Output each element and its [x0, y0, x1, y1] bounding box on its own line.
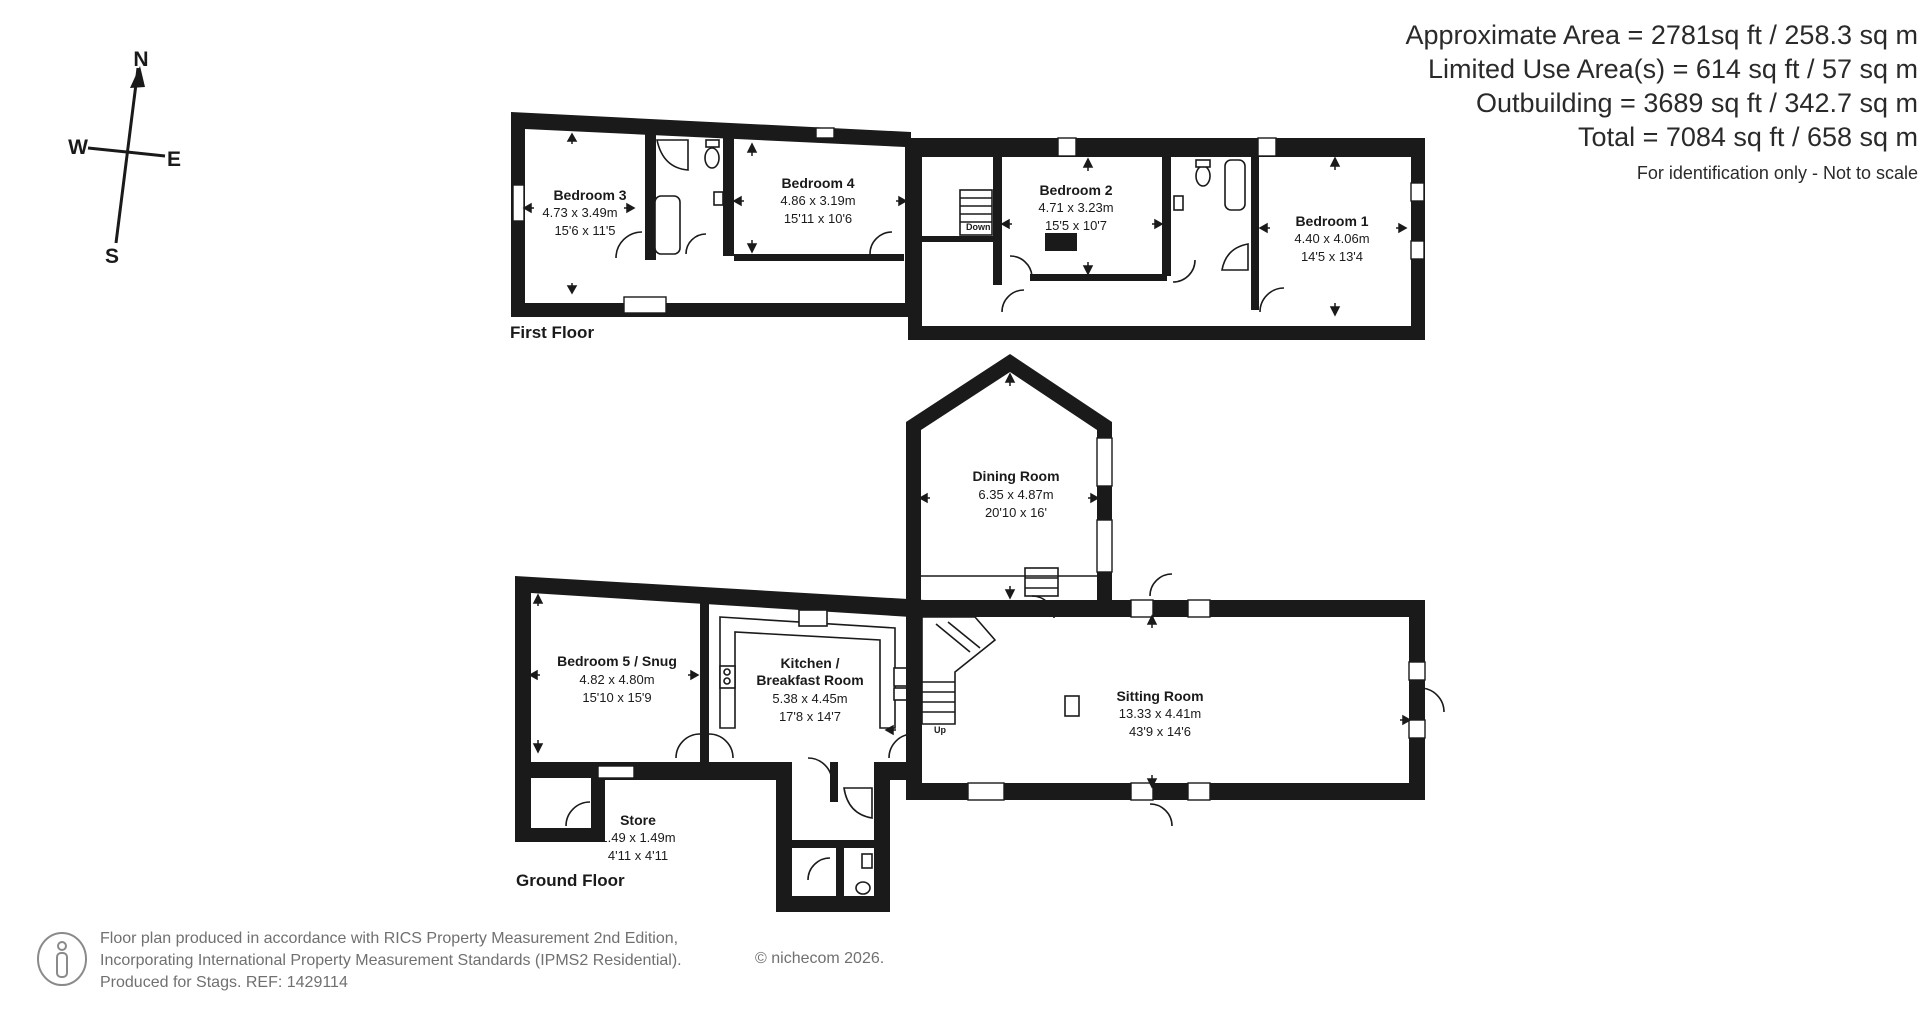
- ground-floor-plan: Up: [515, 354, 1445, 912]
- toilet-icon: [1195, 165, 1211, 187]
- stairs-down-label: Down: [966, 222, 991, 232]
- compass-s: S: [105, 245, 119, 268]
- shower-icon: [1221, 243, 1249, 271]
- room-bedroom1: Bedroom 1 4.40 x 4.06m 14'5 x 13'4: [1294, 213, 1369, 264]
- sink-icon: [798, 609, 828, 627]
- svg-text:Dining Room: Dining Room: [972, 468, 1059, 484]
- identification-note: For identification only - Not to scale: [1636, 163, 1918, 183]
- shower-icon: [843, 787, 873, 819]
- sink-icon: [1173, 195, 1184, 211]
- compass-w: W: [68, 136, 88, 159]
- svg-text:20'10 x 16': 20'10 x 16': [985, 505, 1047, 520]
- footer-text: Floor plan produced in accordance with R…: [100, 928, 682, 994]
- svg-text:5.38 x 4.45m: 5.38 x 4.45m: [772, 691, 847, 706]
- room-store: Store 1.49 x 1.49m 4'11 x 4'11: [600, 812, 675, 863]
- svg-text:Bedroom 5 / Snug: Bedroom 5 / Snug: [557, 653, 677, 669]
- first-floor-label: First Floor: [510, 323, 594, 342]
- limited-use-area: Limited Use Area(s) = 614 sq ft / 57 sq …: [1428, 54, 1918, 84]
- sitting-dimension-arrows: [884, 614, 1412, 789]
- svg-text:14'5 x 13'4: 14'5 x 13'4: [1301, 249, 1363, 264]
- footer-line3: Produced for Stags. REF: 1429114: [100, 974, 348, 991]
- stairs-down: Down: [959, 189, 993, 236]
- svg-text:Bedroom 4: Bedroom 4: [781, 175, 854, 191]
- svg-text:4.71 x 3.23m: 4.71 x 3.23m: [1038, 200, 1113, 215]
- stairs-up: Up: [921, 616, 997, 735]
- room-kitchen: Kitchen / Breakfast Room 5.38 x 4.45m 17…: [756, 655, 863, 724]
- bedroom2-dimension-arrows: [1000, 157, 1164, 276]
- sink-icon: [713, 191, 724, 206]
- room-bedroom3: Bedroom 3 4.73 x 3.49m 15'6 x 11'5: [542, 187, 626, 238]
- bedroom4-dimension-arrows: [732, 142, 908, 254]
- room-bedroom4: Bedroom 4 4.86 x 3.19m 15'11 x 10'6: [780, 175, 855, 226]
- svg-text:4'11 x 4'11: 4'11 x 4'11: [608, 848, 668, 863]
- compass-e: E: [167, 148, 181, 171]
- svg-text:Breakfast Room: Breakfast Room: [756, 672, 863, 688]
- bath-icon: [654, 195, 681, 255]
- svg-text:6.35 x 4.87m: 6.35 x 4.87m: [978, 487, 1053, 502]
- room-bedroom5: Bedroom 5 / Snug 4.82 x 4.80m 15'10 x 15…: [557, 653, 677, 705]
- first-floor-plan: Down: [510, 112, 1425, 342]
- svg-text:Sitting Room: Sitting Room: [1116, 688, 1203, 704]
- compass-n: N: [133, 48, 148, 71]
- svg-text:4.40 x 4.06m: 4.40 x 4.06m: [1294, 231, 1369, 246]
- footer-line1: Floor plan produced in accordance with R…: [100, 930, 679, 947]
- room-dining: Dining Room 6.35 x 4.87m 20'10 x 16': [972, 468, 1059, 520]
- svg-text:13.33 x 4.41m: 13.33 x 4.41m: [1119, 706, 1201, 721]
- svg-text:43'9 x 14'6: 43'9 x 14'6: [1129, 724, 1191, 739]
- svg-text:17'8 x 14'7: 17'8 x 14'7: [779, 709, 841, 724]
- toilet-icon: [855, 881, 871, 895]
- stairs-up-label: Up: [934, 725, 946, 735]
- approximate-area: Approximate Area = 2781sq ft / 258.3 sq …: [1405, 20, 1918, 50]
- svg-text:15'11 x 10'6: 15'11 x 10'6: [784, 211, 852, 226]
- svg-text:15'5 x 10'7: 15'5 x 10'7: [1045, 218, 1107, 233]
- svg-text:4.73 x 3.49m: 4.73 x 3.49m: [542, 205, 617, 220]
- shower-icon: [656, 139, 689, 171]
- svg-text:15'6 x 11'5: 15'6 x 11'5: [554, 223, 615, 238]
- total-area: Total = 7084 sq ft / 658 sq m: [1578, 122, 1918, 152]
- room-sitting: Sitting Room 13.33 x 4.41m 43'9 x 14'6: [1116, 688, 1203, 739]
- outbuilding-area: Outbuilding = 3689 sq ft / 342.7 sq m: [1475, 88, 1918, 118]
- room-bedroom2: Bedroom 2 4.71 x 3.23m 15'5 x 10'7: [1038, 182, 1113, 233]
- svg-text:15'10 x 15'9: 15'10 x 15'9: [582, 690, 651, 705]
- svg-text:1.49 x 1.49m: 1.49 x 1.49m: [600, 830, 675, 845]
- bedroom3-dimension-arrows: [522, 132, 636, 295]
- svg-text:Bedroom 2: Bedroom 2: [1039, 182, 1112, 198]
- brand-copyright: © nichecom 2026.: [755, 950, 885, 967]
- svg-text:Kitchen /: Kitchen /: [780, 655, 839, 671]
- bedroom5-dimension-arrows: [528, 593, 700, 754]
- bedroom1-dimension-arrows: [1258, 156, 1408, 317]
- sink-icon: [861, 853, 873, 869]
- area-summary: Approximate Area = 2781sq ft / 258.3 sq …: [1405, 18, 1918, 188]
- toilet-icon: [704, 147, 720, 169]
- dining-dimension-arrows: [918, 372, 1100, 600]
- svg-text:4.86 x 3.19m: 4.86 x 3.19m: [780, 193, 855, 208]
- svg-text:Store: Store: [620, 812, 656, 828]
- svg-text:Bedroom 3: Bedroom 3: [553, 187, 626, 203]
- footer-line2: Incorporating International Property Mea…: [100, 952, 682, 969]
- info-person-icon: [37, 932, 87, 986]
- ground-floor-label: Ground Floor: [516, 871, 625, 890]
- bath-icon: [1224, 159, 1246, 211]
- svg-text:Bedroom 1: Bedroom 1: [1295, 213, 1368, 229]
- compass-icon: N S E W: [68, 48, 181, 268]
- svg-text:4.82 x 4.80m: 4.82 x 4.80m: [579, 672, 654, 687]
